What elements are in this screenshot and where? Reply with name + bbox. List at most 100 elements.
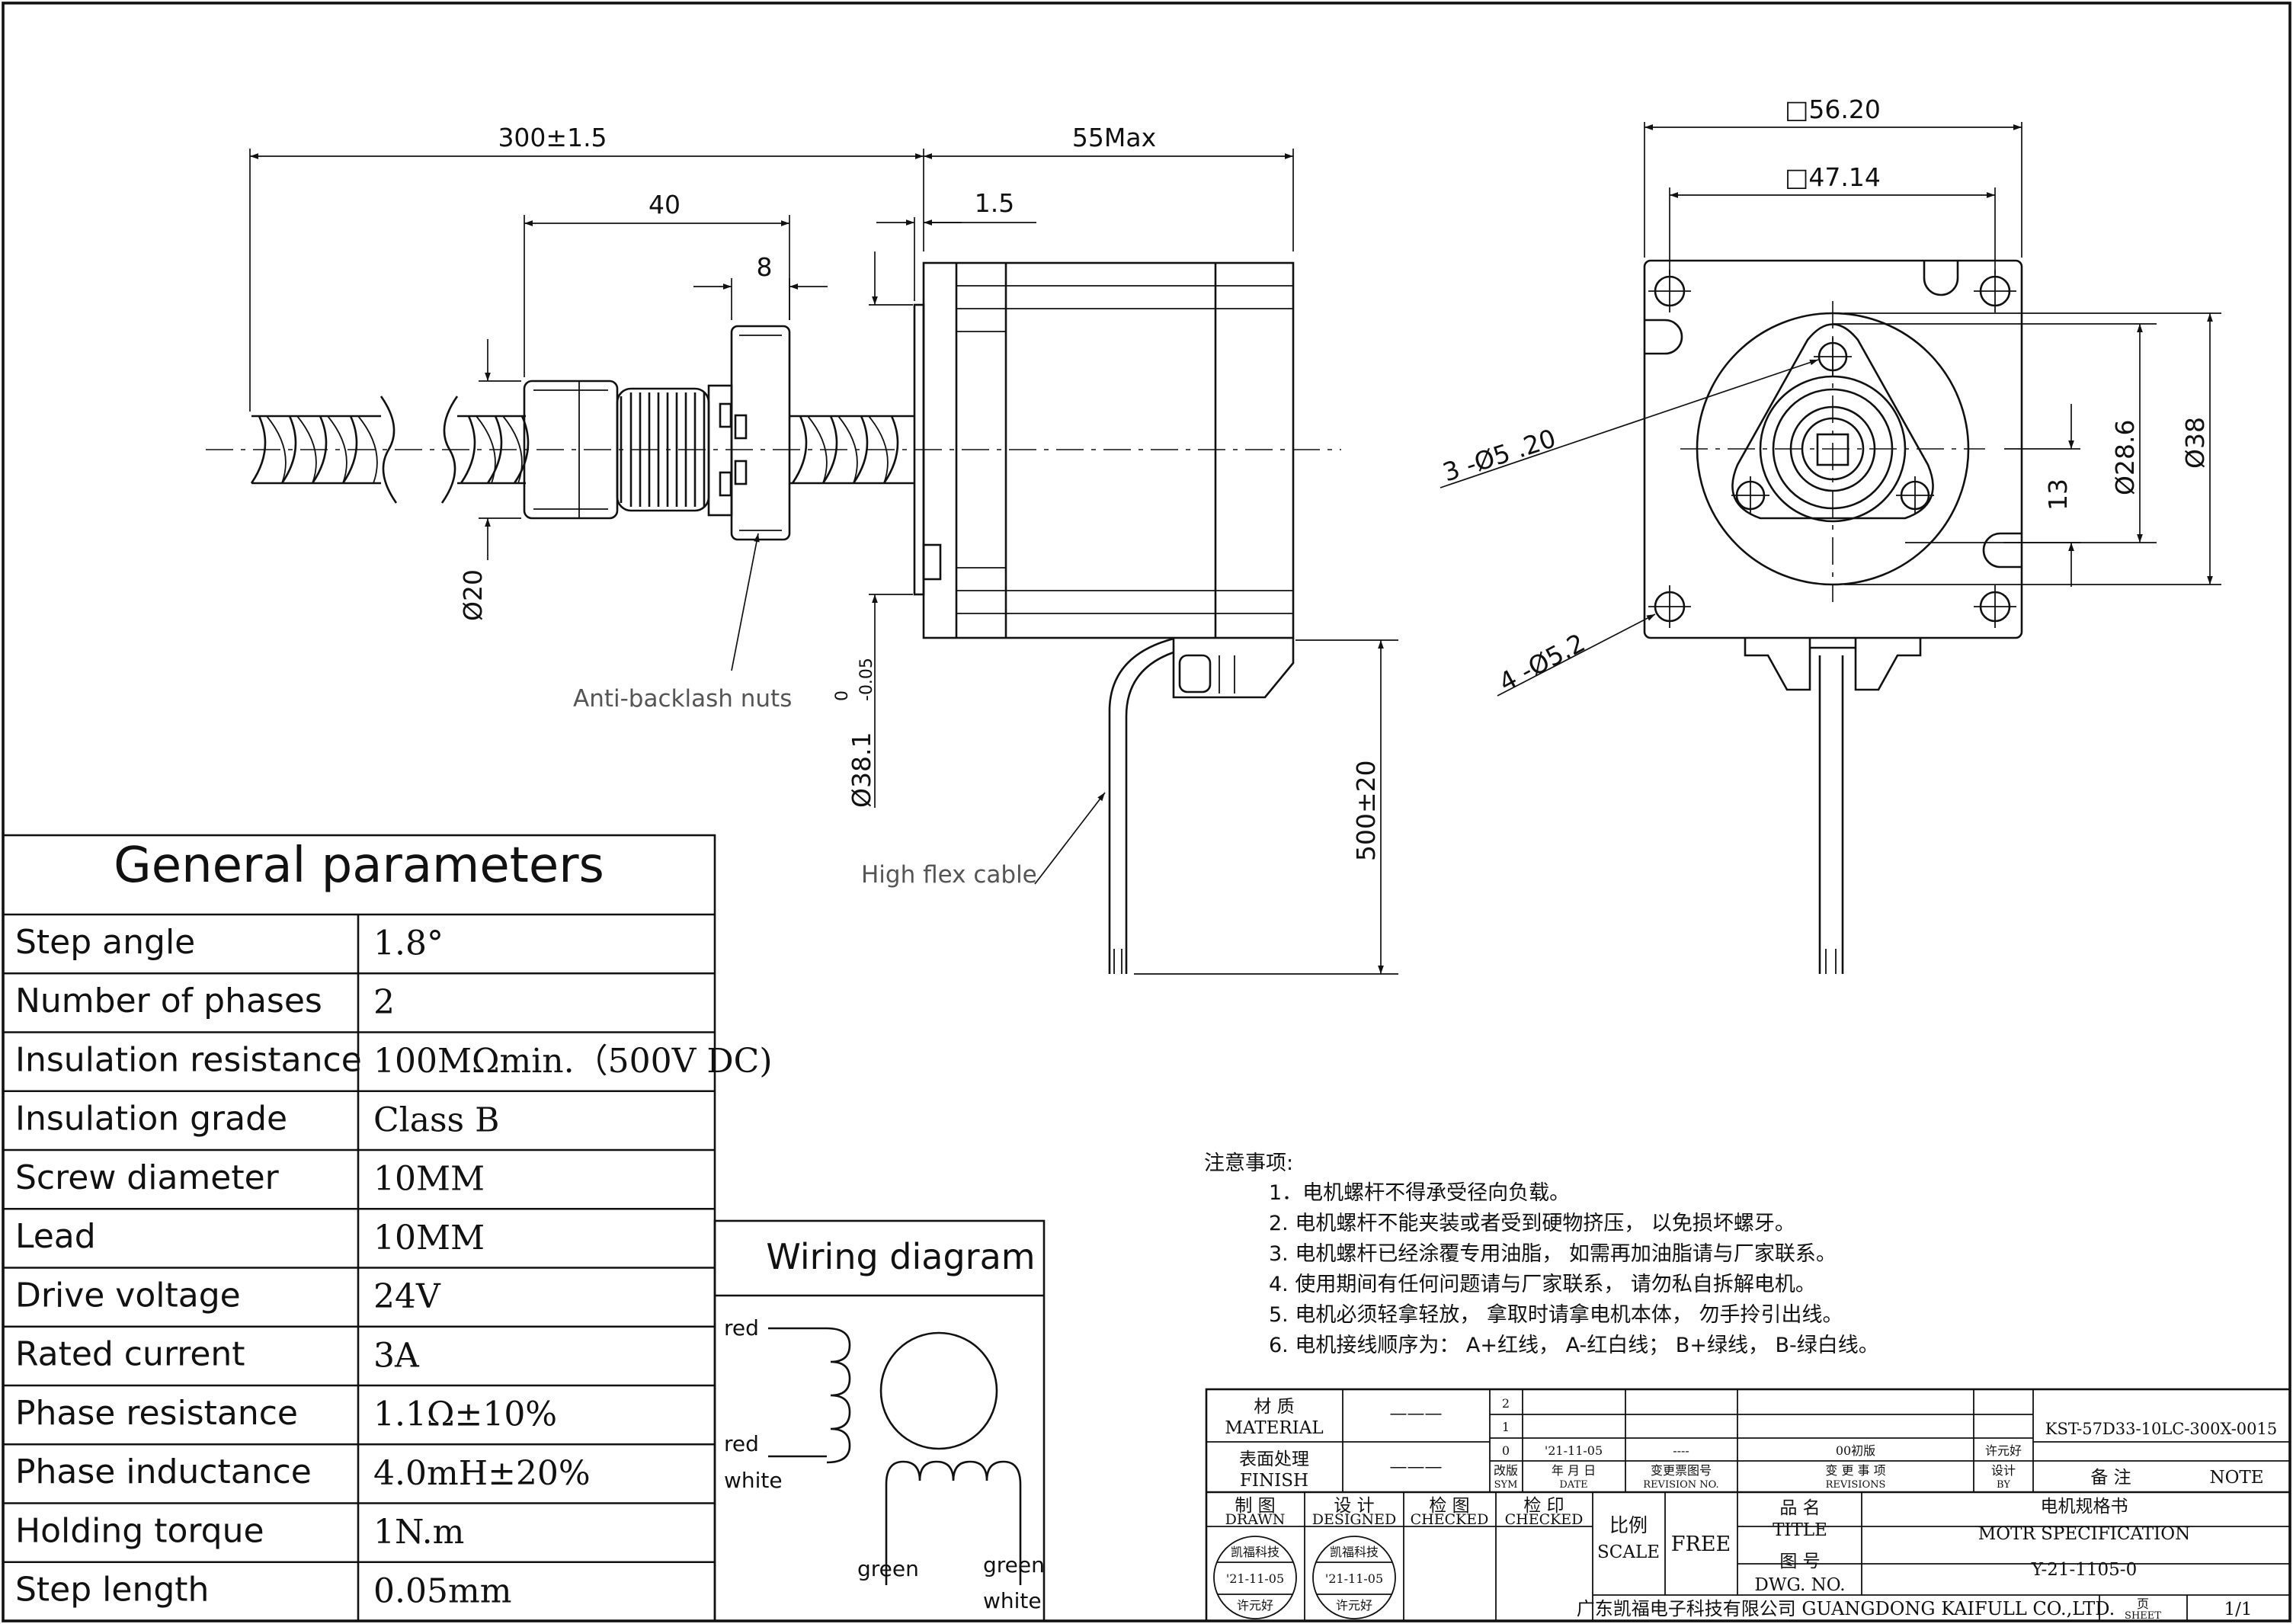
stamp-designed-date: '21-11-05 <box>1325 1571 1383 1586</box>
param-name: Phase resistance <box>15 1394 298 1433</box>
wire-green-white-2: white <box>983 1588 1042 1613</box>
param-value: 24V <box>373 1277 441 1316</box>
param-value: Class B <box>373 1100 499 1139</box>
dim-hole-spacing: □47.14 <box>1785 162 1881 192</box>
tb-sheet-value: 1/1 <box>2224 1600 2252 1619</box>
tb-material-cn: 材 质 <box>1254 1397 1294 1417</box>
stamp-drawn-date: '21-11-05 <box>1226 1571 1284 1586</box>
wiring-diagram: Wiring diagram red red white green green… <box>713 1219 1046 1622</box>
label-anti-backlash: Anti-backlash nuts <box>573 685 792 713</box>
tb-sheet-cn: 页 <box>2137 1597 2149 1611</box>
dim-boss-tol-lower: -0.05 <box>857 658 876 701</box>
tb-sheet-en: SHEET <box>2125 1610 2161 1622</box>
dim-bolt-circle: Ø28.6 <box>2110 420 2140 495</box>
tb-revno-cn: 变更票图号 <box>1651 1463 1712 1478</box>
tb-rev2: 2 <box>1502 1396 1510 1411</box>
mount-hole-bl <box>1648 585 1691 628</box>
stamp-designed: 凯福科技 '21-11-05 许元好 <box>1312 1536 1396 1619</box>
tb-rev1: 1 <box>1502 1420 1510 1434</box>
tb-material-value: ——— <box>1390 1404 1443 1424</box>
tb-by-en: BY <box>1997 1479 2010 1491</box>
tb-sym-en: SYM <box>1494 1479 1518 1491</box>
tb-finish-cn: 表面处理 <box>1239 1449 1309 1469</box>
dim-nut-diameter: Ø20 <box>458 569 488 621</box>
params-title: General parameters <box>114 838 604 894</box>
wire-green: green <box>857 1556 919 1581</box>
tb-drawn-en: DRAWN <box>1225 1511 1286 1528</box>
tb-scale-cn: 比例 <box>1609 1514 1648 1536</box>
param-value: 2 <box>373 983 395 1022</box>
tb-dwg-cn: 图 号 <box>1779 1552 1820 1571</box>
tb-revs-cn: 变 更 事 项 <box>1825 1463 1885 1478</box>
dim-pilot-diameter: Ø38 <box>2180 417 2210 469</box>
dim-offset: 13 <box>2043 479 2073 511</box>
title-block: 材 质 MATERIAL ——— 表面处理 FINISH ——— 2 1 0 '… <box>1205 1388 2291 1622</box>
dim-screw-length: 300±1.5 <box>498 123 607 152</box>
param-name: Insulation grade <box>15 1100 287 1139</box>
param-value: 10MM <box>373 1219 485 1257</box>
tb-scale-en: SCALE <box>1597 1542 1660 1562</box>
motor-body <box>913 261 1295 974</box>
dim-mount-holes: 4 -Ø5.2 <box>1494 627 1590 697</box>
tb-rev0-by: 许元好 <box>1985 1443 2022 1458</box>
tb-title-value-en: MOTR SPECIFICATION <box>1978 1524 2190 1544</box>
tb-part-no: KST-57D33-10LC-300X-0015 <box>2045 1420 2278 1438</box>
dim-boss-height: 1.5 <box>975 188 1014 218</box>
param-name: Phase inductance <box>15 1453 312 1491</box>
tb-scale-value: FREE <box>1671 1533 1731 1556</box>
note-4: 4. 使用期间有任何问题请与厂家联系， 请勿私自拆解电机。 <box>1269 1273 1816 1296</box>
stamp-drawn-company: 凯福科技 <box>1231 1545 1279 1559</box>
anti-backlash-nut <box>523 325 791 541</box>
tb-rev0-date: '21-11-05 <box>1545 1443 1603 1458</box>
tb-designed-cn: 设 计 <box>1334 1496 1374 1516</box>
mount-hole-br <box>1974 585 2016 628</box>
tb-note-en: NOTE <box>2209 1468 2263 1488</box>
note-5: 5. 电机必须轻拿轻放， 拿取时请拿电机本体， 勿手拎引出线。 <box>1269 1303 1843 1327</box>
dim-flange-width: 8 <box>757 252 773 282</box>
param-name: Insulation resistance <box>15 1040 362 1079</box>
param-value: 10MM <box>373 1160 485 1199</box>
side-view: 300±1.5 55Max 40 8 1.5 Ø38.1 0 -0.05 Ø20 <box>206 123 1398 975</box>
wire-red: red <box>724 1315 759 1341</box>
tb-by-cn: 设计 <box>1991 1463 2016 1478</box>
param-name: Lead <box>15 1217 96 1256</box>
param-name: Step length <box>15 1571 209 1610</box>
notes-heading: 注意事项: <box>1204 1152 1293 1175</box>
tb-sym-cn: 改版 <box>1494 1463 1518 1478</box>
stamp-drawn: 凯福科技 '21-11-05 许元好 <box>1213 1536 1297 1619</box>
tb-checked2-en: CHECKED <box>1505 1511 1584 1528</box>
tb-note-cn: 备 注 <box>2090 1468 2131 1488</box>
stamp-drawn-name: 许元好 <box>1237 1598 1273 1613</box>
label-high-flex: High flex cable <box>861 861 1037 889</box>
tb-date-cn: 年 月 日 <box>1552 1463 1596 1478</box>
param-value: 100MΩmin.（500V DC) <box>373 1042 773 1081</box>
dim-nut-length: 40 <box>649 190 681 219</box>
stamp-designed-company: 凯福科技 <box>1330 1545 1379 1559</box>
wire-red-white-1: red <box>724 1431 759 1456</box>
tb-checked2-cn: 检 印 <box>1523 1496 1564 1516</box>
dim-cable-length: 500±20 <box>1351 760 1381 861</box>
param-value: 1N.m <box>373 1513 464 1552</box>
dim-body-length: 55Max <box>1072 123 1156 152</box>
tb-revno-en: REVISION NO. <box>1643 1479 1718 1491</box>
tb-finish-en: FINISH <box>1240 1471 1308 1491</box>
param-name: Holding torque <box>15 1511 264 1550</box>
dim-flange-outer: □56.20 <box>1785 94 1881 124</box>
param-name: Rated current <box>15 1335 245 1374</box>
notes: 注意事项: 1．电机螺杆不得承受径向负载。 2. 电机螺杆不能夹装或者受到硬物挤… <box>1204 1152 1879 1357</box>
param-value: 0.05mm <box>373 1571 511 1610</box>
param-value: 1.8° <box>373 924 444 963</box>
tb-revs-en: REVISIONS <box>1826 1479 1886 1491</box>
stamp-designed-name: 许元好 <box>1336 1598 1372 1613</box>
tb-checked1-en: CHECKED <box>1411 1511 1489 1528</box>
note-6: 6. 电机接线顺序为： A+红线， A-红白线； B+绿线， B-绿白线。 <box>1269 1334 1879 1357</box>
tb-rev0: 0 <box>1502 1443 1510 1458</box>
tb-drawn-cn: 制 图 <box>1235 1496 1275 1516</box>
note-1: 1．电机螺杆不得承受径向负载。 <box>1269 1181 1570 1205</box>
mount-hole-tr <box>1974 270 2016 312</box>
dim-boss-diameter: Ø38.1 <box>847 732 876 808</box>
